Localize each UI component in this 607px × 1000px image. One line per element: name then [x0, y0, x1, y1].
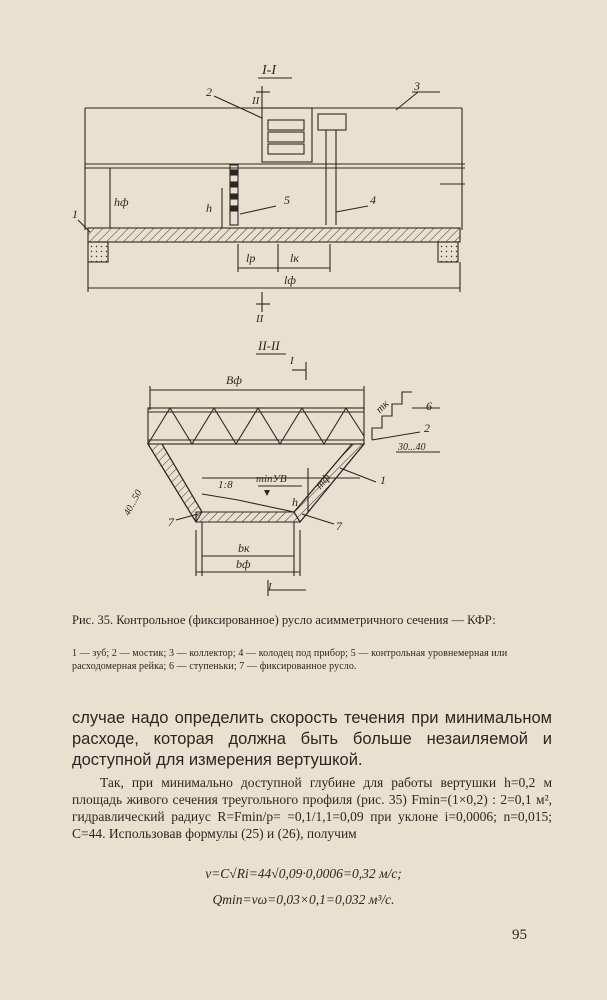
label-B-phi: Bф [226, 373, 242, 387]
label-roman2-top: II [251, 95, 261, 107]
label-n7-right: 7 [336, 519, 343, 533]
label-n1-bottom: 1 [380, 473, 386, 487]
label-range-right: 30...40 [397, 442, 426, 453]
label-m-k: mк [374, 397, 392, 415]
figure-35-drawing: I-I II [72, 63, 465, 596]
page-number: 95 [512, 927, 527, 943]
label-b-k: bк [238, 541, 250, 555]
formula-discharge: Qmin=vω=0,03×0,1=0,032 м³/с. [212, 892, 395, 907]
label-n6: 6 [426, 399, 432, 413]
section-bottom-title: II-II [257, 338, 280, 353]
label-l-phi: lф [284, 273, 296, 287]
body-paragraph-1: случае надо определить скорость течения … [72, 709, 552, 769]
label-roman1-top: I [289, 355, 295, 367]
body-paragraph-2: Так, при минимально доступной глубине дл… [72, 774, 552, 842]
section-top-title: I-I [261, 63, 277, 78]
label-range-left: 40...50 [122, 488, 145, 517]
figure-caption: Рис. 35. Контрольное (фиксированное) рус… [72, 613, 496, 627]
label-l-k: lк [290, 251, 299, 265]
label-b-phi: bф [236, 557, 251, 571]
label-min-level: minУВ [256, 473, 287, 485]
label-n1-top: 1 [72, 207, 78, 221]
section-I-I: I-I II [72, 63, 465, 325]
figure-legend: 1 — зуб; 2 — мостик; 3 — коллектор; 4 — … [72, 648, 508, 672]
label-n4: 4 [370, 193, 376, 207]
label-n5-top: 5 [284, 193, 290, 207]
label-n3: 3 [413, 79, 420, 93]
formula-velocity: v=C√Ri=44√0,09·0,0006=0,32 м/с; [205, 866, 402, 881]
label-h-phi: hф [114, 195, 129, 209]
paragraph-2-text: Так, при минимально доступной глубине дл… [72, 775, 552, 841]
label-roman1-bottom: I [267, 581, 273, 593]
label-roman2-bottom: II [255, 313, 265, 325]
label-n2-bottom: 2 [424, 421, 430, 435]
section-II-II: II-II I Bф 6 mк [122, 338, 440, 596]
label-l-r: lр [246, 251, 255, 265]
label-h-bottom: h [292, 495, 298, 509]
label-h: h [206, 201, 212, 215]
label-n7-left: 7 [168, 515, 175, 529]
label-n2-top: 2 [206, 85, 212, 99]
label-slope: 1:8 [218, 479, 233, 491]
